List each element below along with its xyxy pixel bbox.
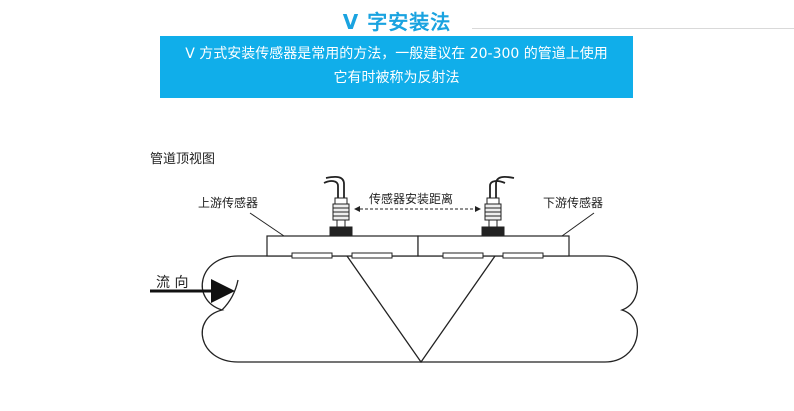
description-line-2: 它有时被称为反射法 (333, 70, 460, 86)
description-line-1: V 方式安装传感器是常用的方法，一般建议在 20-300 的管道上使用 (185, 46, 608, 62)
pipe-right-end (604, 255, 638, 363)
upstream-sensor-icon (323, 176, 353, 237)
pipe (201, 255, 638, 363)
description-banner: V 方式安装传感器是常用的方法，一般建议在 20-300 的管道上使用 它有时被… (160, 36, 633, 98)
upstream-sensor-label: 上游传感器 (198, 195, 258, 210)
top-view-label: 管道顶视图 (150, 152, 215, 167)
page-title: V 字安装法 (342, 10, 452, 34)
downstream-mount-block (417, 235, 570, 259)
downstream-leader-line (561, 212, 595, 237)
downstream-sensor-label: 下游传感器 (543, 195, 603, 210)
pipe-left-inner-curve (221, 279, 239, 311)
distance-label: 传感器安装距离 (369, 191, 453, 206)
upstream-mount-block (266, 235, 419, 259)
v-signal-path (346, 255, 496, 364)
pipe-left-end (201, 255, 239, 363)
header-divider (472, 28, 794, 29)
downstream-sensor-icon (481, 176, 515, 237)
flow-label: 流 向 (156, 275, 188, 291)
upstream-leader-line (249, 212, 285, 237)
